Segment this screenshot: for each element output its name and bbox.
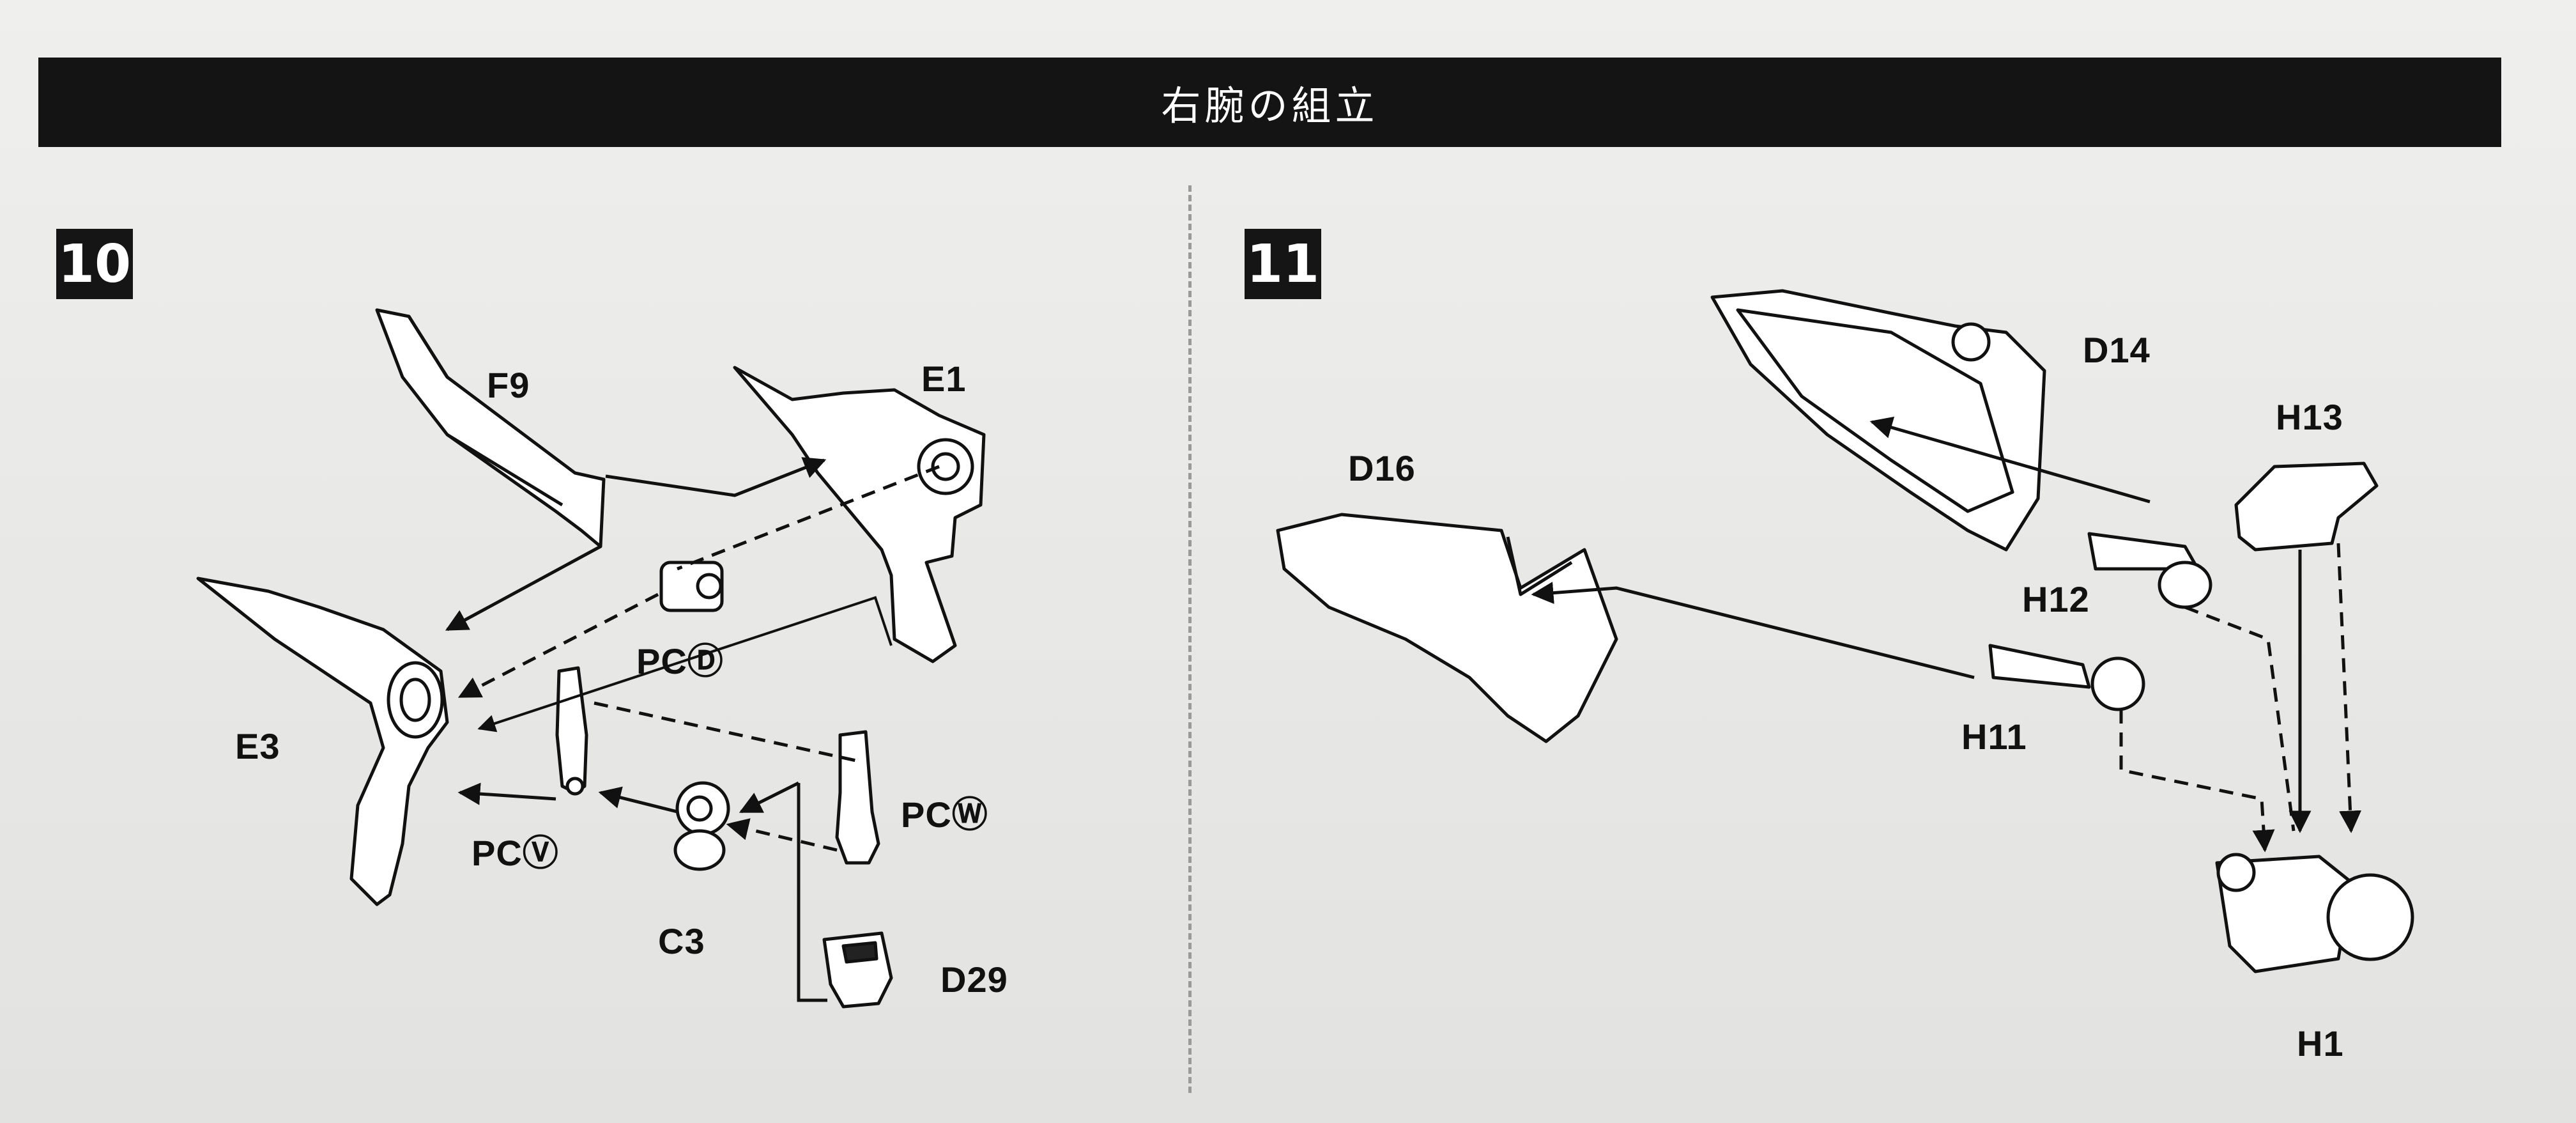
step-divider — [1188, 185, 1192, 1093]
part-label-pc-w: PCⓌ — [901, 794, 988, 835]
part-h11-shape — [1988, 644, 2091, 689]
part-pc-v-shape — [555, 666, 588, 794]
part-pc-w-shape — [835, 730, 880, 865]
section-header-bar: 右腕の組立 — [38, 58, 2501, 147]
part-label-d16: D16 — [1348, 448, 1416, 488]
part-e1-shape — [733, 366, 986, 663]
part-label-f9: F9 — [487, 365, 530, 405]
part-label-d14: D14 — [2083, 330, 2150, 370]
part-d16-shape — [1276, 513, 1618, 743]
step-number-badge: 10 — [56, 229, 133, 299]
part-f9-shape — [375, 308, 606, 548]
part-label-pc-d: PCⒹ — [636, 641, 724, 681]
part-label-d29: D29 — [940, 959, 1008, 1000]
part-label-h13: H13 — [2276, 397, 2343, 437]
part-label-h11: H11 — [1961, 716, 2027, 757]
part-e3-shape — [196, 577, 449, 906]
part-label-e1: E1 — [921, 359, 967, 399]
step-number-badge: 11 — [1245, 229, 1321, 299]
part-label-pc-v: PCⓋ — [471, 833, 559, 873]
part-label-e3: E3 — [235, 726, 280, 766]
part-label-c3: C3 — [658, 921, 705, 961]
part-label-h12: H12 — [2022, 579, 2090, 619]
section-title: 右腕の組立 — [1161, 82, 1379, 129]
part-h13-shape — [2234, 461, 2379, 552]
part-label-h1: H1 — [2297, 1023, 2344, 1064]
